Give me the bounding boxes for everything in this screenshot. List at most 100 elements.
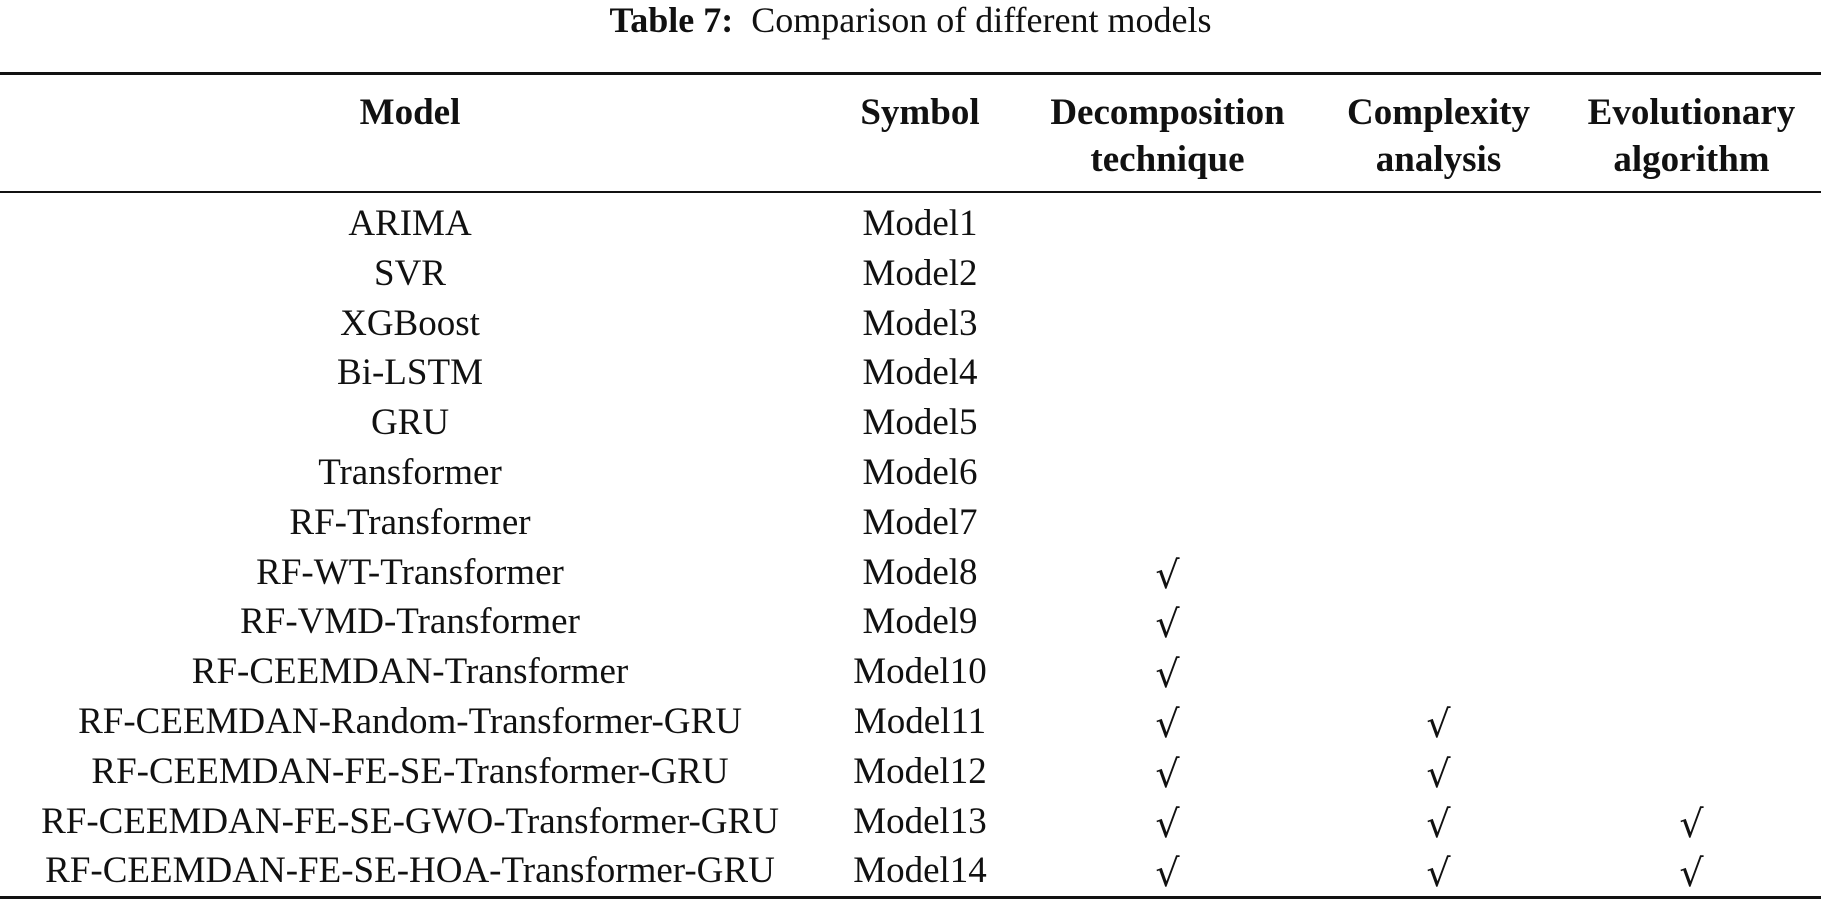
comparison-table: Model Symbol Decomposition technique Com… [0, 72, 1821, 900]
header-complexity: Complexity analysis [1315, 72, 1562, 193]
cell-evolutionary [1562, 448, 1821, 498]
cell-complexity [1315, 299, 1562, 349]
cell-decomposition: √ [1020, 797, 1315, 847]
cell-complexity: √ [1315, 797, 1562, 847]
cell-complexity [1315, 448, 1562, 498]
checkmark-icon: √ [1155, 552, 1180, 597]
checkmark-icon: √ [1155, 801, 1180, 846]
table-row: RF-VMD-Transformer Model9 √ [0, 597, 1821, 647]
cell-symbol: Model14 [820, 846, 1020, 900]
checkmark-icon: √ [1426, 701, 1451, 746]
cell-symbol: Model12 [853, 750, 987, 792]
cell-decomposition: √ [1020, 846, 1315, 900]
header-symbol: Symbol [820, 72, 1020, 193]
header-model: Model [0, 72, 820, 193]
cell-symbol: Model6 [862, 451, 978, 493]
cell-complexity [1315, 647, 1562, 697]
cell-decomposition [1020, 192, 1315, 249]
header-decomposition: Decomposition technique [1020, 72, 1315, 193]
cell-evolutionary: √ [1562, 797, 1821, 847]
header-model-label: Model [359, 92, 461, 133]
cell-model: Bi-LSTM [337, 352, 483, 394]
header-evolutionary: Evolutionary algorithm [1562, 72, 1821, 193]
cell-decomposition [1020, 249, 1315, 299]
cell-complexity [1315, 498, 1562, 548]
comparison-table-container: Model Symbol Decomposition technique Com… [0, 72, 1821, 900]
table-row: RF-CEEMDAN-Random-Transformer-GRU Model1… [0, 697, 1821, 747]
table-row: RF-Transformer Model7 [0, 498, 1821, 548]
table-row: RF-WT-Transformer Model8 √ [0, 548, 1821, 598]
cell-model: RF-CEEMDAN-Random-Transformer-GRU [78, 700, 742, 742]
cell-model: RF-CEEMDAN-FE-SE-Transformer-GRU [91, 750, 729, 792]
table-row: XGBoost Model3 [0, 299, 1821, 349]
cell-model: XGBoost [340, 302, 480, 344]
cell-symbol: Model5 [862, 402, 978, 444]
cell-evolutionary [1562, 192, 1821, 249]
header-evolutionary-line2: algorithm [1613, 139, 1770, 180]
header-decomposition-line1: Decomposition [1050, 92, 1285, 133]
table-row: RF-CEEMDAN-FE-SE-Transformer-GRU Model12… [0, 747, 1821, 797]
cell-decomposition: √ [1020, 647, 1315, 697]
table-row: ARIMA Model1 [0, 192, 1821, 249]
cell-model: RF-Transformer [289, 501, 531, 543]
cell-complexity [1315, 548, 1562, 598]
cell-model: Transformer [318, 451, 502, 493]
table-row: GRU Model5 [0, 398, 1821, 448]
cell-decomposition: √ [1020, 548, 1315, 598]
header-decomposition-line2: technique [1090, 139, 1245, 180]
checkmark-icon: √ [1155, 652, 1180, 697]
caption-text: Comparison of different models [751, 0, 1212, 40]
cell-symbol: Model1 [862, 203, 978, 244]
cell-evolutionary [1562, 398, 1821, 448]
header-evolutionary-line1: Evolutionary [1587, 92, 1796, 133]
cell-symbol: Model3 [862, 302, 978, 344]
cell-decomposition: √ [1020, 597, 1315, 647]
checkmark-icon: √ [1679, 851, 1704, 896]
checkmark-icon: √ [1426, 751, 1451, 796]
cell-model: SVR [374, 252, 446, 294]
cell-evolutionary: √ [1562, 846, 1821, 900]
table-row: RF-CEEMDAN-Transformer Model10 √ [0, 647, 1821, 697]
cell-evolutionary [1562, 697, 1821, 747]
cell-symbol: Model9 [862, 601, 978, 643]
cell-model: RF-CEEMDAN-Transformer [191, 651, 629, 693]
cell-model: RF-CEEMDAN-FE-SE-HOA-Transformer-GRU [0, 846, 820, 900]
cell-evolutionary [1562, 249, 1821, 299]
table-row: RF-CEEMDAN-FE-SE-GWO-Transformer-GRU Mod… [0, 797, 1821, 847]
header-symbol-label: Symbol [860, 92, 980, 133]
cell-complexity: √ [1315, 846, 1562, 900]
table-row: Bi-LSTM Model4 [0, 348, 1821, 398]
table-body: ARIMA Model1 SVR Model2 XGBoost Model3 [0, 192, 1821, 900]
cell-evolutionary [1562, 299, 1821, 349]
cell-model: RF-WT-Transformer [256, 551, 564, 593]
cell-complexity [1315, 192, 1562, 249]
table-row: SVR Model2 [0, 249, 1821, 299]
cell-complexity [1315, 398, 1562, 448]
cell-complexity [1315, 348, 1562, 398]
cell-model: ARIMA [348, 203, 472, 244]
cell-decomposition [1020, 299, 1315, 349]
checkmark-icon: √ [1679, 801, 1704, 846]
cell-decomposition [1020, 448, 1315, 498]
cell-symbol: Model8 [862, 551, 978, 593]
cell-evolutionary [1562, 597, 1821, 647]
cell-evolutionary [1562, 498, 1821, 548]
cell-decomposition: √ [1020, 747, 1315, 797]
checkmark-icon: √ [1155, 602, 1180, 647]
table-row: Transformer Model6 [0, 448, 1821, 498]
cell-symbol: Model4 [862, 352, 978, 394]
cell-symbol: Model2 [862, 252, 978, 294]
cell-model: RF-VMD-Transformer [240, 601, 580, 643]
cell-complexity: √ [1315, 697, 1562, 747]
cell-decomposition [1020, 498, 1315, 548]
caption-label: Table 7: [609, 0, 734, 40]
table-header: Model Symbol Decomposition technique Com… [0, 72, 1821, 193]
checkmark-icon: √ [1426, 801, 1451, 846]
cell-decomposition [1020, 348, 1315, 398]
cell-model: GRU [370, 402, 450, 444]
header-complexity-line1: Complexity [1347, 92, 1530, 133]
cell-symbol: Model7 [862, 501, 978, 543]
table-row: RF-CEEMDAN-FE-SE-HOA-Transformer-GRU Mod… [0, 846, 1821, 900]
cell-evolutionary [1562, 647, 1821, 697]
cell-complexity: √ [1315, 747, 1562, 797]
